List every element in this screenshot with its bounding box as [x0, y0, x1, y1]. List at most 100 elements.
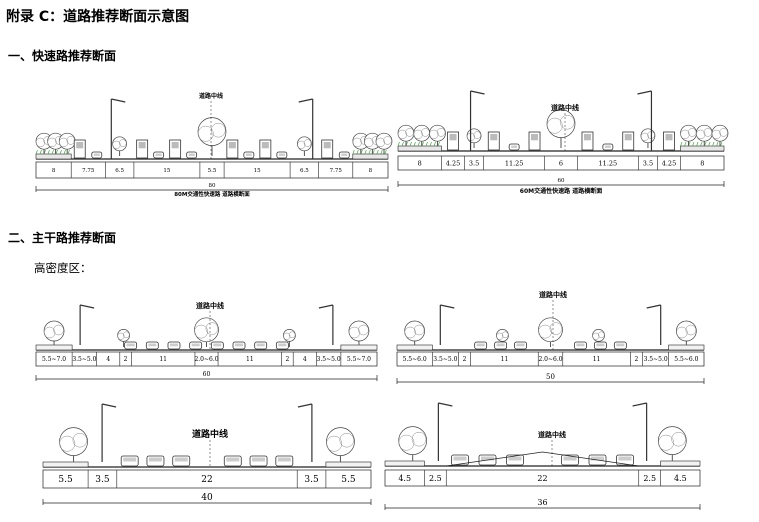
car-window: [618, 456, 632, 461]
centerline-label: 道路中线: [199, 92, 223, 100]
total-width-label: 60: [558, 178, 565, 184]
truck-icon: [487, 131, 500, 151]
car-window: [148, 457, 162, 462]
centerline-label: 道路中线: [192, 428, 228, 440]
tree-foliage: [59, 435, 76, 452]
segment-width-label: 11: [501, 356, 509, 363]
tree-foliage: [696, 129, 706, 140]
dimension-box: [35, 351, 378, 367]
car-window: [169, 343, 178, 347]
truck-icon: [528, 131, 541, 151]
tree-foliage: [339, 432, 354, 448]
car-window: [252, 457, 266, 462]
shrub-icon: [684, 141, 687, 147]
car-window: [191, 343, 200, 347]
sidewalk-right: [660, 460, 701, 467]
shrub-icon: [433, 141, 436, 147]
tree-foliage: [549, 322, 563, 335]
tree-crown: [326, 427, 355, 456]
centerline-label: 道路中线: [196, 301, 224, 310]
section-heading-arterial: 二、主干路推荐断面: [8, 231, 117, 245]
segment-width-label: 5.5~7.0: [42, 356, 66, 363]
lamp-arm: [298, 98, 313, 103]
shrub-icon: [425, 141, 428, 147]
segment-width-label: 3.5: [95, 475, 110, 485]
sidewalk-left: [384, 460, 425, 467]
segment-width-label: 3.5: [304, 475, 319, 485]
tree-foliage: [429, 129, 439, 140]
truck-icon: [581, 131, 594, 151]
tree-foliage: [358, 324, 369, 336]
tree-foliage: [303, 139, 312, 147]
shrub-icon: [67, 149, 70, 155]
car-window: [476, 343, 485, 347]
lamp-arm: [637, 90, 652, 95]
segment-width-label: 11: [246, 356, 254, 363]
dimension-box: [35, 161, 389, 179]
centerline-label: 道路中线: [551, 103, 579, 112]
segment-width-label: 5.5: [58, 475, 73, 485]
shrub-icon: [421, 141, 424, 147]
shrub-icon: [704, 141, 707, 147]
shrub-icon: [63, 149, 66, 155]
lamp-arm: [438, 402, 453, 407]
tree-foliage: [413, 324, 425, 336]
tree-foliage: [680, 129, 690, 140]
tree-foliage: [375, 137, 386, 148]
sidewalk-right: [680, 145, 725, 152]
tree-foliage: [119, 139, 127, 147]
segment-width-label: 5.5~6.0: [674, 356, 698, 363]
tree-foliage: [53, 324, 64, 336]
truck-window: [449, 134, 457, 141]
segment-width-label: 2: [463, 356, 467, 363]
truck-window: [490, 134, 498, 141]
car-window: [235, 343, 244, 347]
car-window: [511, 145, 518, 148]
tree-foliage: [348, 326, 361, 339]
tree-crown: [59, 427, 88, 456]
car-window: [604, 145, 611, 148]
shrub-icon: [712, 141, 715, 147]
tree-crown: [398, 426, 428, 455]
lamp-arm: [632, 402, 647, 407]
segment-width-label: 11: [593, 356, 601, 363]
shrub-icon: [700, 141, 703, 147]
segment-width-label: 2: [635, 356, 639, 363]
truck-icon: [73, 139, 86, 159]
car-window: [188, 153, 195, 156]
sidewalk-right: [352, 153, 389, 160]
tree-foliage: [496, 332, 504, 340]
car-window: [278, 153, 285, 156]
segment-width-label: 22: [201, 475, 212, 485]
lamp-arm: [646, 304, 661, 309]
segment-width-label: 2: [286, 356, 290, 363]
truck-window: [138, 142, 146, 149]
shrub-icon: [376, 149, 379, 155]
shrub-icon: [708, 141, 711, 147]
centerline-label: 道路中线: [539, 290, 567, 299]
car-window: [148, 343, 157, 347]
truck-icon: [447, 131, 459, 151]
shrub-icon: [384, 149, 387, 155]
car-window: [616, 343, 625, 347]
truck-window: [665, 134, 673, 141]
segment-width-label: 15: [163, 168, 170, 174]
car-window: [596, 343, 605, 347]
segment-width-label: 4.25: [662, 159, 676, 167]
shrub-icon: [680, 141, 683, 147]
car-window: [213, 343, 222, 347]
dimension-box: [397, 155, 725, 171]
tree-foliage: [211, 122, 226, 138]
tree-foliage: [719, 128, 728, 137]
segment-width-label: 2.0~6.0: [194, 356, 218, 363]
car-window: [256, 343, 265, 347]
segment-width-label: 8: [369, 168, 373, 174]
shrub-icon: [696, 141, 699, 147]
tree-foliage: [676, 326, 688, 339]
